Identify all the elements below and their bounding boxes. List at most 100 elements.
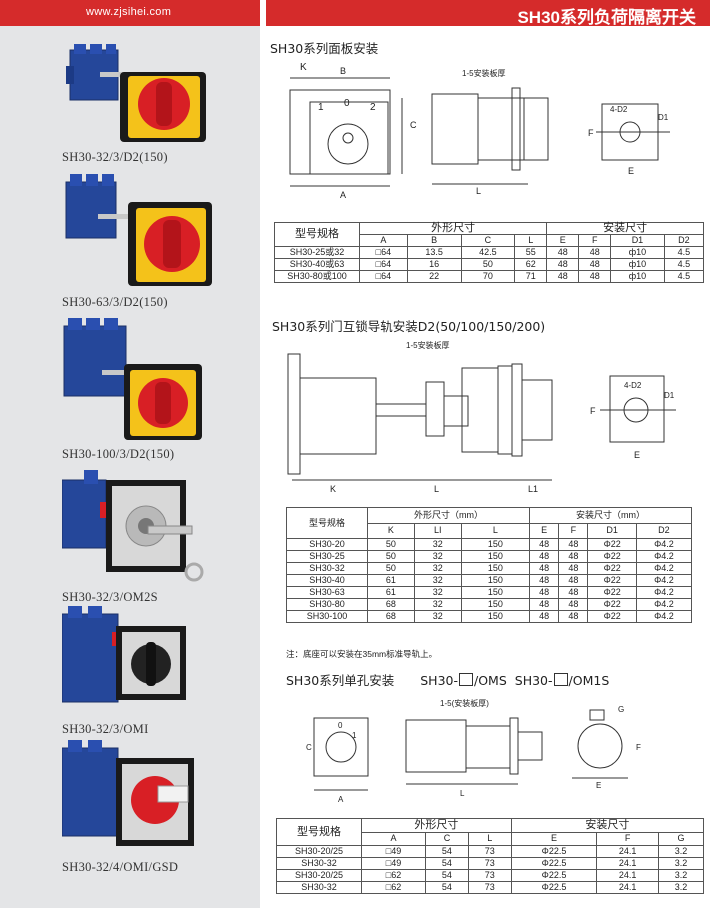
product-image-6 <box>62 740 194 846</box>
table-cell: Φ22 <box>587 562 637 575</box>
table-cell: 48 <box>578 258 612 271</box>
table-cell: 3.2 <box>657 881 705 894</box>
col-header: LI <box>413 522 462 539</box>
product-image-1 <box>66 44 206 142</box>
pos-0: 0 <box>344 98 350 109</box>
table-cell: 3.2 <box>657 857 705 870</box>
section3-title-text: SH30系列单孔安装 <box>286 673 395 688</box>
table-cell: Φ4.2 <box>635 610 693 623</box>
table-cell: ф10 <box>610 270 665 283</box>
product-image-4 <box>62 470 204 582</box>
table-cell: 54 <box>425 845 469 858</box>
table-cell: 48 <box>558 598 589 611</box>
table-cell: 22 <box>406 270 462 283</box>
product-caption-4: SH30-32/3/OM2S <box>62 590 158 604</box>
table-cell: 50 <box>367 562 415 575</box>
product-caption-2: SH30-63/3/D2(150) <box>62 295 168 309</box>
product-image-2 <box>65 174 212 286</box>
table-cell: 48 <box>528 598 560 611</box>
panel-mount-drawing: K B C A 1 0 2 L 1-5安装板厚 4-D2 D1 F E <box>289 62 670 200</box>
section1-table: 型号规格 外形尺寸 安装尺寸 A B C L E F D1 D2 SH30-25… <box>274 222 705 283</box>
table-cell: 68 <box>367 610 415 623</box>
dim-c: C <box>306 743 312 752</box>
table-cell: 61 <box>367 574 415 587</box>
table-cell: 55 <box>514 246 548 259</box>
dim-f: F <box>636 743 641 752</box>
website-url[interactable]: www.zjsihei.com <box>86 6 172 18</box>
table-cell: Φ22 <box>587 598 637 611</box>
dim-e: E <box>628 166 634 176</box>
table-cell: 24.1 <box>596 845 659 858</box>
table-cell: Φ4.2 <box>635 550 693 563</box>
table-cell: 42.5 <box>460 246 516 259</box>
dim-d1: D1 <box>658 113 669 122</box>
single-hole-drawing: A C 0 1 L 1-5(安装板厚) E F G <box>306 698 641 804</box>
table-cell: SH30-80或100 <box>274 270 360 283</box>
title-bar: SH30系列负荷隔离开关 <box>266 0 710 27</box>
dim-l: L <box>460 789 465 798</box>
section1-title: SH30系列面板安装 <box>270 41 379 56</box>
table-cell: 71 <box>514 270 548 283</box>
table-cell: 32 <box>413 598 462 611</box>
table-cell: 150 <box>460 538 530 551</box>
dim-d1: D1 <box>664 391 675 400</box>
col-mount-header: 安装尺寸 <box>510 818 705 833</box>
table-cell: □49 <box>360 857 427 870</box>
table-cell: Φ22 <box>587 586 637 599</box>
col-header: F <box>596 831 659 846</box>
product-caption-5: SH30-32/3/OMI <box>62 722 149 736</box>
table-cell: □64 <box>359 246 408 259</box>
table-cell: 150 <box>460 550 530 563</box>
col-header: D1 <box>610 234 665 247</box>
table-cell: 48 <box>546 246 580 259</box>
col-header: F <box>558 522 589 539</box>
table-cell: 48 <box>528 562 560 575</box>
pos-1: 1 <box>318 102 324 113</box>
table-cell: SH30-25 <box>286 550 368 563</box>
table-cell: 48 <box>546 270 580 283</box>
table-cell: 50 <box>367 550 415 563</box>
page-title: SH30系列负荷隔离开关 <box>517 8 696 27</box>
table-cell: □64 <box>359 258 408 271</box>
col-header: E <box>510 831 598 846</box>
table-cell: SH30-20/25 <box>276 845 362 858</box>
url-bar: www.zjsihei.com <box>0 0 260 26</box>
col-header: A <box>360 831 427 846</box>
col-dim-header: 外形尺寸（mm） <box>367 507 530 524</box>
dim-l1: L1 <box>528 484 538 494</box>
col-header: B <box>406 234 462 247</box>
dim-l: L <box>476 186 481 196</box>
table-cell: 48 <box>528 574 560 587</box>
table-cell: 32 <box>413 538 462 551</box>
dim-f: F <box>588 128 594 138</box>
table-cell: 24.1 <box>596 869 659 882</box>
table-cell: 4.5 <box>663 258 705 271</box>
table-cell: 62 <box>514 258 548 271</box>
col-model-header: 型号规格 <box>274 222 360 247</box>
table-cell: Φ4.2 <box>635 586 693 599</box>
table-cell: SH30-80 <box>286 598 368 611</box>
col-header: D2 <box>663 234 705 247</box>
col-header: L <box>514 234 548 247</box>
table-cell: □62 <box>360 881 427 894</box>
table-cell: 48 <box>558 610 589 623</box>
table-cell: 73 <box>467 869 512 882</box>
left-panel <box>0 0 260 908</box>
table-cell: 150 <box>460 586 530 599</box>
dim-k: K <box>330 484 336 494</box>
pos-0: 0 <box>338 721 343 730</box>
table-cell: Φ22 <box>587 538 637 551</box>
table-cell: SH30-100 <box>286 610 368 623</box>
table-cell: 48 <box>546 258 580 271</box>
table-cell: 32 <box>413 550 462 563</box>
